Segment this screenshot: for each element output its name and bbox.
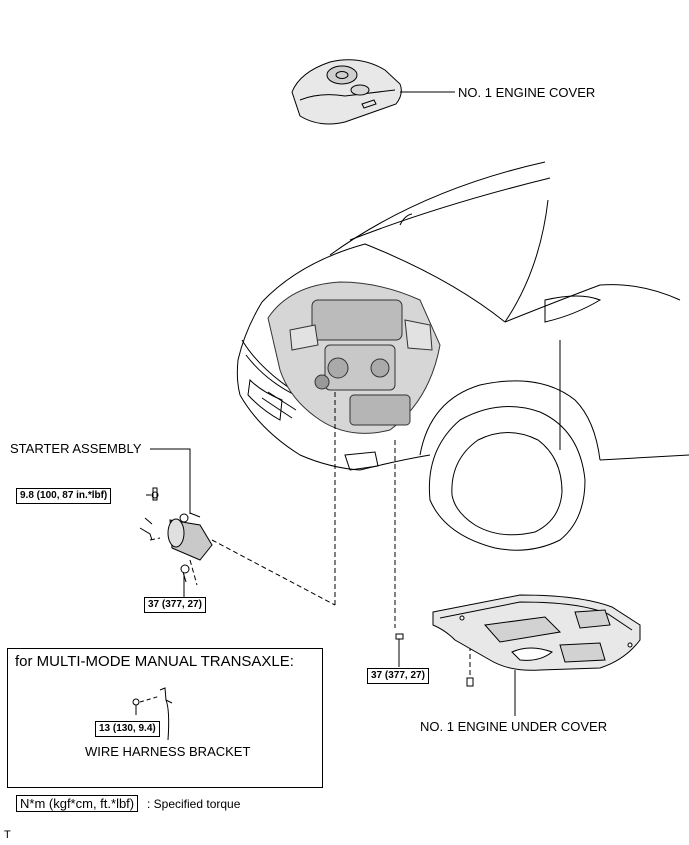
legend-unit-box: N*m (kgf*cm, ft.*lbf) xyxy=(16,795,139,812)
engine-cover-drawing xyxy=(291,59,455,125)
wire-harness-bracket-label: WIRE HARNESS BRACKET xyxy=(85,744,251,759)
starter-assembly-label: STARTER ASSEMBLY xyxy=(10,441,142,456)
mmt-inset-box xyxy=(7,648,323,788)
torque-starter-terminal: 9.8 (100, 87 in.*lbf) xyxy=(16,488,112,504)
engine-under-cover-drawing xyxy=(432,594,641,716)
torque-under-cover-bolt: 37 (377, 27) xyxy=(367,668,429,684)
under-cover-bolt-drawing xyxy=(395,633,404,667)
engine-cover-label: NO. 1 ENGINE COVER xyxy=(458,85,596,100)
torque-starter-bolt: 37 (377, 27) xyxy=(144,597,206,613)
corner-mark: T xyxy=(4,829,11,841)
mmt-inset-title: for MULTI-MODE MANUAL TRANSAXLE: xyxy=(15,653,294,670)
legend-description: : Specified torque xyxy=(147,797,241,811)
engine-bay-drawing xyxy=(267,281,441,434)
torque-bracket-bolt: 13 (130, 9.4) xyxy=(95,721,160,737)
starter-assembly-drawing xyxy=(139,487,213,583)
engine-under-cover-label: NO. 1 ENGINE UNDER COVER xyxy=(420,719,608,734)
